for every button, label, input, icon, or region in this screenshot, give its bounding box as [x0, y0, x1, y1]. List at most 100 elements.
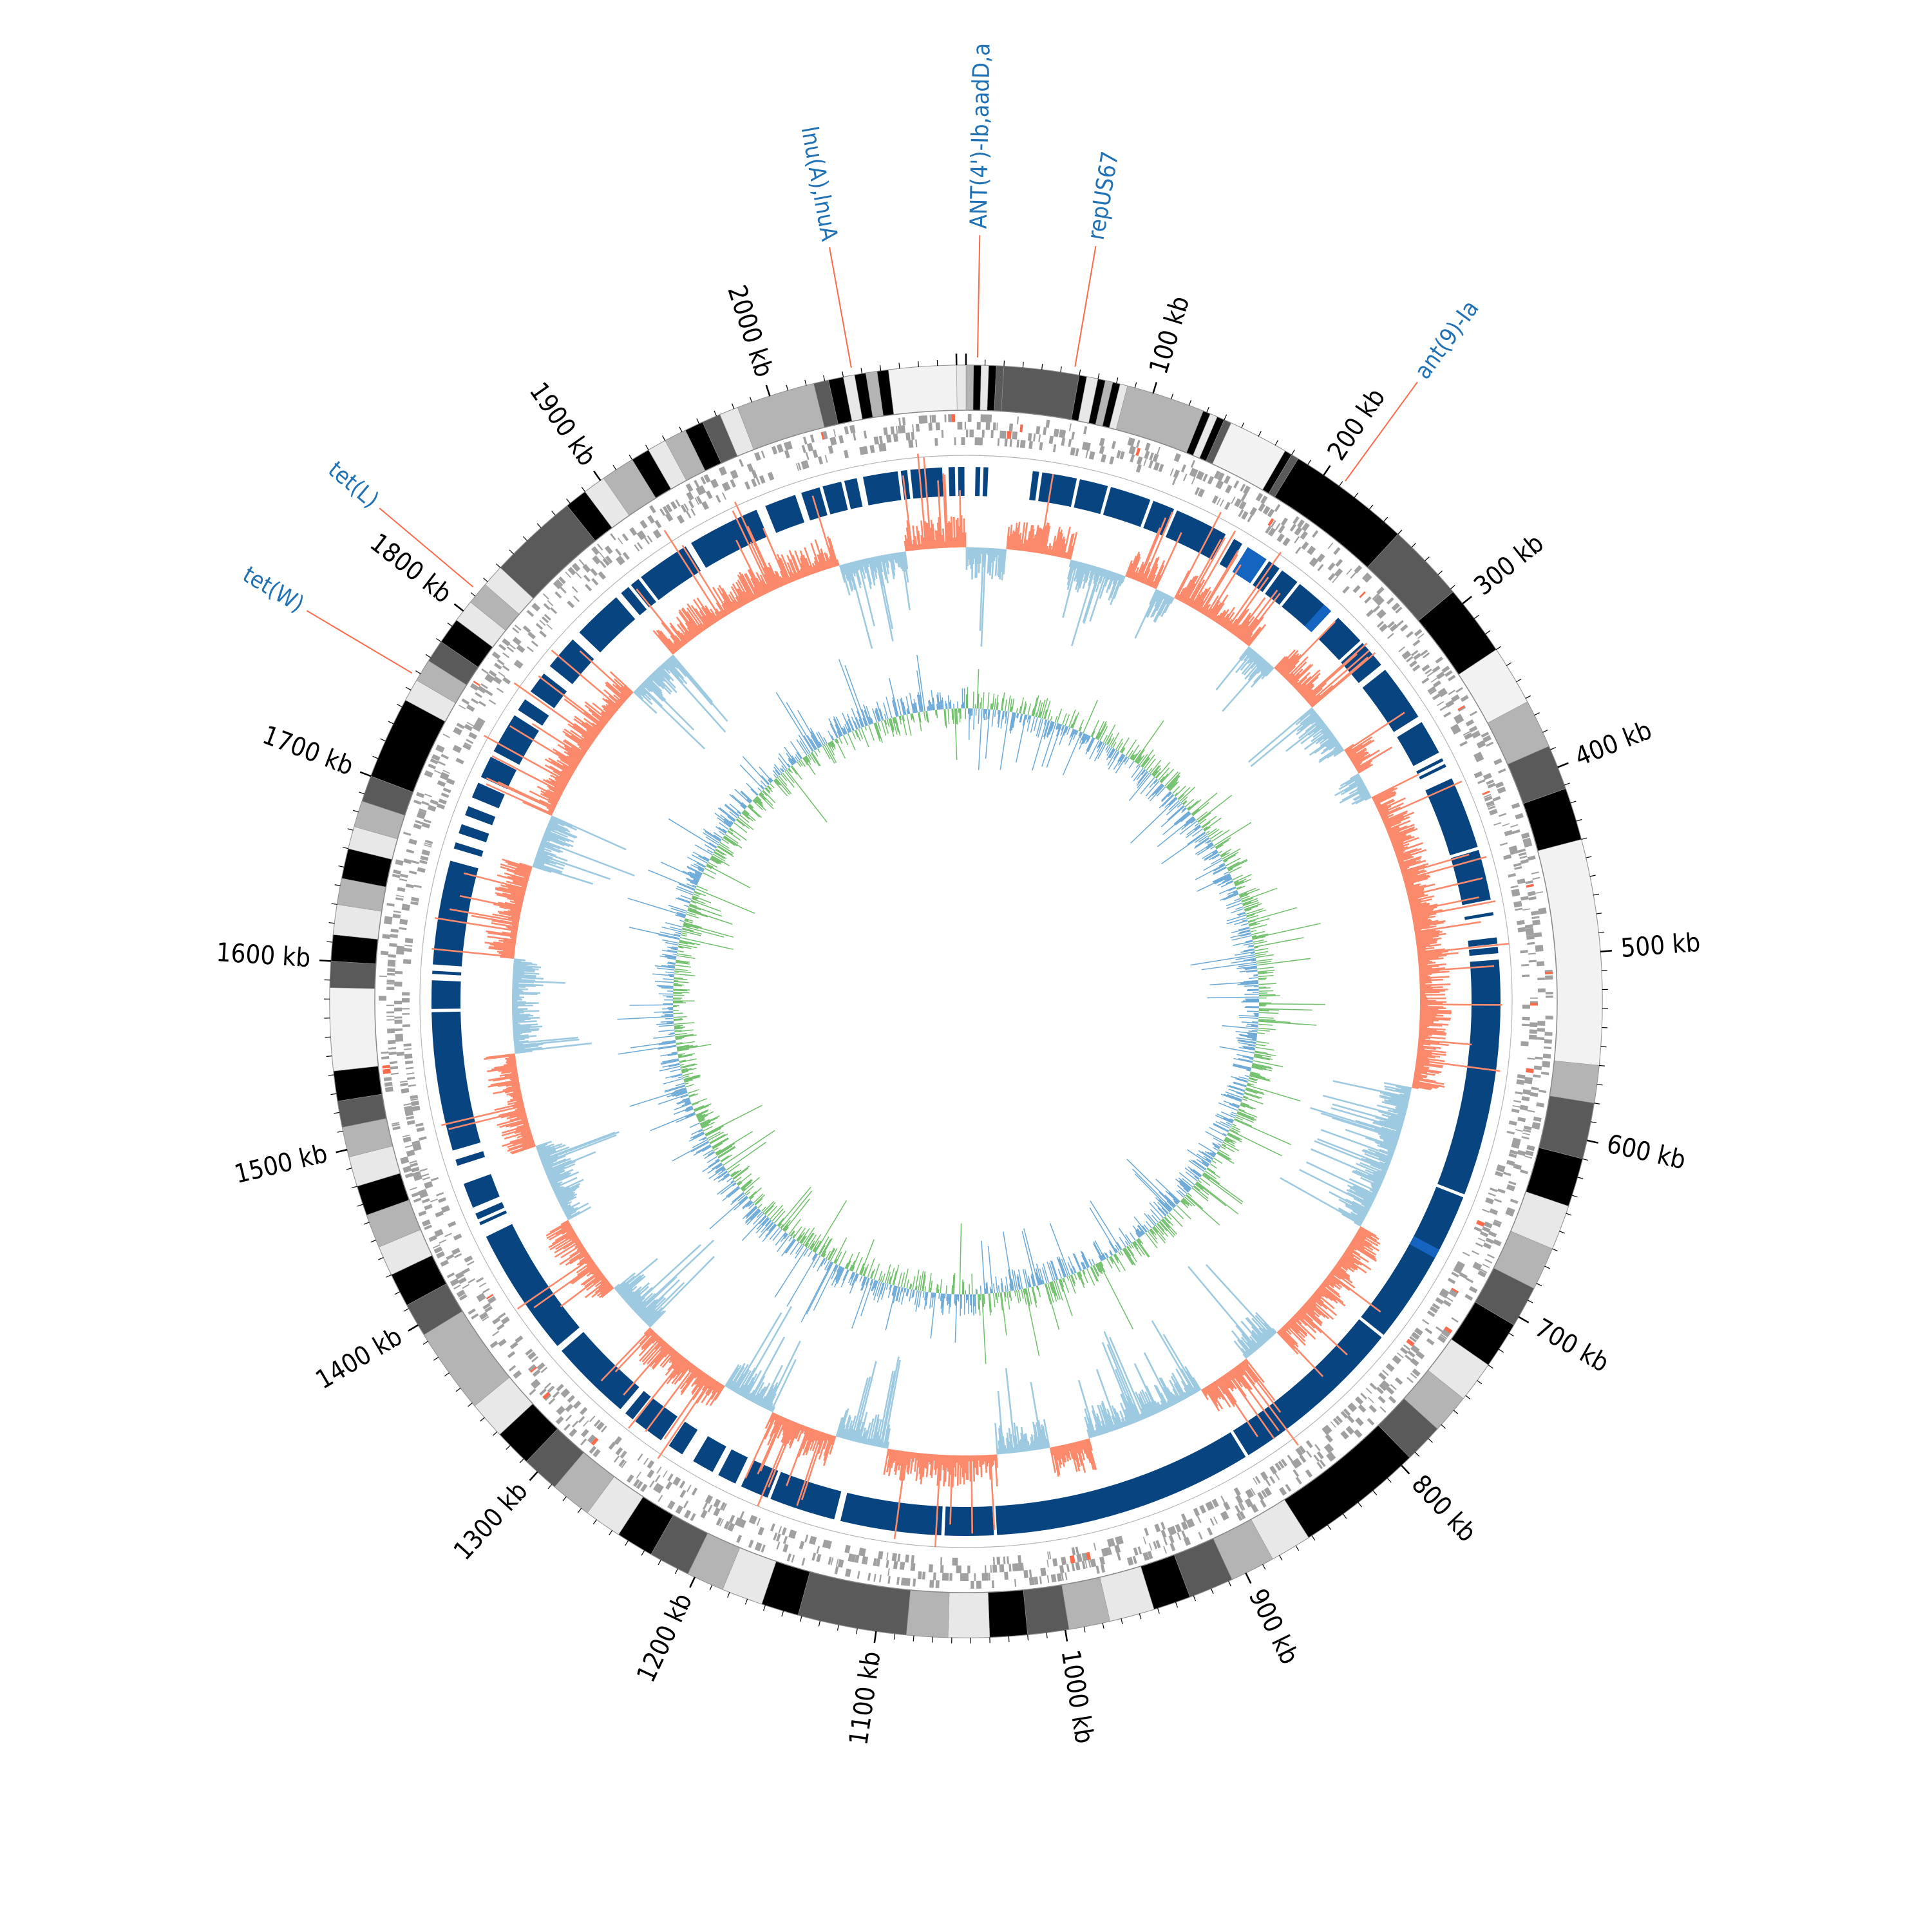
gc-skew-bar [1229, 866, 1242, 873]
gc-skew-bar [1222, 1141, 1239, 1151]
gc-skew-bar [1175, 812, 1191, 826]
gene-feature [1354, 1430, 1361, 1438]
gc-bar [1354, 1221, 1361, 1227]
gene-feature [990, 430, 994, 439]
gc-bar [1311, 716, 1321, 725]
gc-skew-bar [1233, 1063, 1252, 1069]
gc-skew-bar [1247, 1083, 1255, 1086]
gc-bar [1356, 783, 1365, 790]
gc-bar [637, 687, 652, 701]
gc-skew-bar [1251, 1065, 1272, 1072]
gc-skew-bar [1255, 947, 1269, 952]
gc-bar [888, 1449, 893, 1468]
gc-skew-bar [1222, 851, 1239, 862]
gc-bar [941, 535, 944, 548]
gc-bar [997, 1448, 1000, 1455]
gc-skew-bar [1086, 735, 1091, 743]
gc-bar [658, 667, 670, 681]
gc-bar [564, 1206, 574, 1213]
gene-feature [424, 770, 433, 778]
minor-tick [470, 592, 476, 597]
gc-skew-bar [1041, 697, 1048, 719]
minor-tick [1258, 431, 1262, 437]
gc-skew-bar [1078, 731, 1081, 737]
gc-bar [1113, 574, 1124, 600]
gc-bar [1406, 884, 1426, 891]
gc-skew-bar [1110, 748, 1116, 759]
gc-bar [1285, 721, 1325, 752]
gc-bar [1339, 1258, 1356, 1271]
gc-bar [693, 599, 712, 627]
gc-skew-bar [1208, 853, 1220, 860]
gene-feature [1323, 1444, 1333, 1454]
gc-skew-bar [1240, 933, 1251, 937]
gc-bar [1385, 826, 1392, 830]
gc-bar [762, 527, 788, 585]
gc-skew-bar [1250, 1071, 1260, 1075]
gc-bar [536, 853, 611, 880]
gene-feature [1152, 453, 1159, 462]
gc-bar [1247, 659, 1267, 681]
gc-bar [548, 798, 558, 804]
gc-bar [1419, 978, 1443, 982]
gc-bar [1399, 860, 1416, 867]
gc-skew-bar [1213, 822, 1252, 846]
gc-skew-bar [1185, 816, 1194, 823]
tick-label: 900 kb [1243, 1584, 1305, 1669]
gc-bar [1200, 554, 1238, 614]
gc-bar [512, 978, 536, 981]
minor-tick [749, 396, 753, 402]
gc-bar [1412, 913, 1437, 919]
gc-skew-bar [1224, 860, 1228, 863]
gene-feature [608, 1441, 616, 1450]
gene-feature [1326, 1434, 1334, 1442]
gc-bar [550, 803, 556, 808]
gc-skew-bar [1242, 1096, 1264, 1104]
gene-feature [1142, 1537, 1147, 1545]
gc-skew-bar [1235, 1078, 1248, 1083]
gene-feature [705, 1495, 710, 1502]
gc-bar [842, 564, 849, 581]
gene-feature [1529, 1034, 1537, 1040]
blast-block [621, 587, 647, 616]
gc-bar [858, 1412, 868, 1443]
gc-bar [538, 847, 545, 851]
gc-skew-bar [1159, 1199, 1171, 1212]
gc-skew-bar [1234, 1119, 1292, 1146]
gene-feature [1305, 1440, 1313, 1448]
minor-tick [1295, 1545, 1300, 1551]
gene-feature [1447, 1278, 1456, 1284]
gc-bar [1419, 1025, 1430, 1027]
gene-feature [1153, 462, 1160, 471]
blast-block [459, 824, 489, 842]
gene-feature [1495, 1171, 1504, 1177]
gc-bar [507, 1097, 523, 1103]
gc-bar [497, 951, 515, 954]
gene-feature [1355, 1397, 1363, 1405]
gc-bar [1160, 1392, 1170, 1408]
gc-bar [539, 1146, 570, 1159]
gc-bar [1022, 522, 1028, 551]
gc-skew-bar [1177, 1185, 1188, 1195]
gene-feature [1014, 1578, 1017, 1587]
gene-feature [1417, 633, 1425, 639]
gc-skew-bar [1186, 826, 1202, 838]
gc-skew-bar [1031, 708, 1034, 716]
gene-feature [1460, 695, 1469, 703]
minor-tick [1383, 516, 1388, 522]
minor-tick [898, 363, 900, 369]
gc-bar [1412, 918, 1428, 923]
gene-feature [1535, 1056, 1543, 1060]
gc-bar [1045, 545, 1048, 555]
gene-feature [1271, 520, 1276, 528]
gene-feature [843, 450, 848, 459]
gc-bar [934, 540, 937, 549]
gc-bar [1364, 1153, 1390, 1165]
gc-skew-bar [1005, 711, 1008, 724]
gc-skew-bar [1243, 980, 1258, 983]
gc-bar [1383, 1139, 1397, 1146]
gc-bar [638, 1334, 659, 1357]
gc-bar [434, 917, 518, 932]
gc-bar [1389, 828, 1414, 839]
gc-bar [737, 588, 748, 605]
